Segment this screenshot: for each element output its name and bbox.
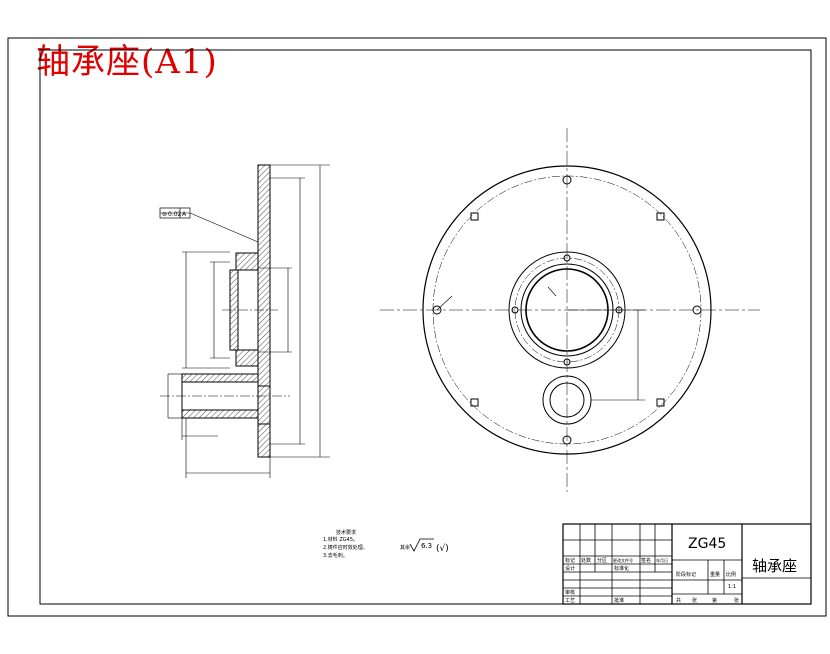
tech-requirements: 技术要求 1.材料 ZG45。 2.铸件应时效处理。 3.去毛刺。 bbox=[323, 529, 368, 559]
header-label-4: 更改文件号 bbox=[613, 557, 633, 563]
datum-frame: ⊚ 0.02 A bbox=[159, 207, 191, 219]
datum-value: 0.02 bbox=[168, 211, 182, 218]
scale-value: 1:1 bbox=[728, 584, 736, 590]
outer-border bbox=[7, 37, 827, 617]
surface-finish-value: 6.3 bbox=[421, 542, 432, 550]
front-view bbox=[380, 128, 760, 492]
header-label-2: 处数 bbox=[581, 557, 591, 564]
sheet-label-1: 共 bbox=[676, 597, 681, 604]
tech-heading: 技术要求 bbox=[336, 529, 356, 536]
cell-scale-label: 比例 bbox=[726, 571, 736, 578]
header-label-1: 标记 bbox=[565, 557, 575, 564]
surface-finish-prefix: 其余 bbox=[400, 544, 410, 551]
sheet-label-4: 张 bbox=[734, 597, 739, 604]
inner-border bbox=[39, 49, 812, 605]
header-label-5: 签名 bbox=[641, 557, 651, 564]
header-label-3: 分区 bbox=[597, 557, 607, 564]
sheet-label-3: 第 bbox=[712, 597, 717, 604]
tech-item-3: 3.去毛刺。 bbox=[323, 552, 348, 559]
page-title: 轴承座(A1) bbox=[36, 42, 218, 82]
surface-finish: 其余 6.3 (√) bbox=[400, 538, 449, 554]
svg-text:(√): (√) bbox=[436, 543, 449, 554]
material-value: ZG45 bbox=[688, 536, 726, 552]
tech-item-1: 1.材料 ZG45。 bbox=[323, 536, 358, 543]
row-label-review: 审核 bbox=[565, 589, 575, 596]
cell-standard: 标准化 bbox=[614, 565, 629, 572]
cell-weight: 重量 bbox=[710, 571, 720, 578]
datum-symbol: ⊚ bbox=[162, 211, 167, 218]
header-label-6: 年月日 bbox=[656, 557, 668, 563]
sheet-label-2: 张 bbox=[692, 597, 697, 604]
row-label-design: 设计 bbox=[565, 565, 575, 572]
tech-item-2: 2.铸件应时效处理。 bbox=[323, 544, 368, 551]
datum-letter: A bbox=[182, 211, 187, 218]
row-label-process: 工艺 bbox=[565, 598, 575, 604]
title-block-text: ZG45 轴承座 1:1 标记 处数 分区 更改文件号 签名 年月日 设计 审核… bbox=[565, 536, 797, 604]
section-view bbox=[160, 164, 330, 478]
part-name: 轴承座 bbox=[752, 557, 797, 575]
cell-approve: 批准 bbox=[614, 597, 624, 604]
title-block bbox=[562, 523, 812, 605]
cell-stage-mark: 阶段标记 bbox=[676, 571, 696, 578]
